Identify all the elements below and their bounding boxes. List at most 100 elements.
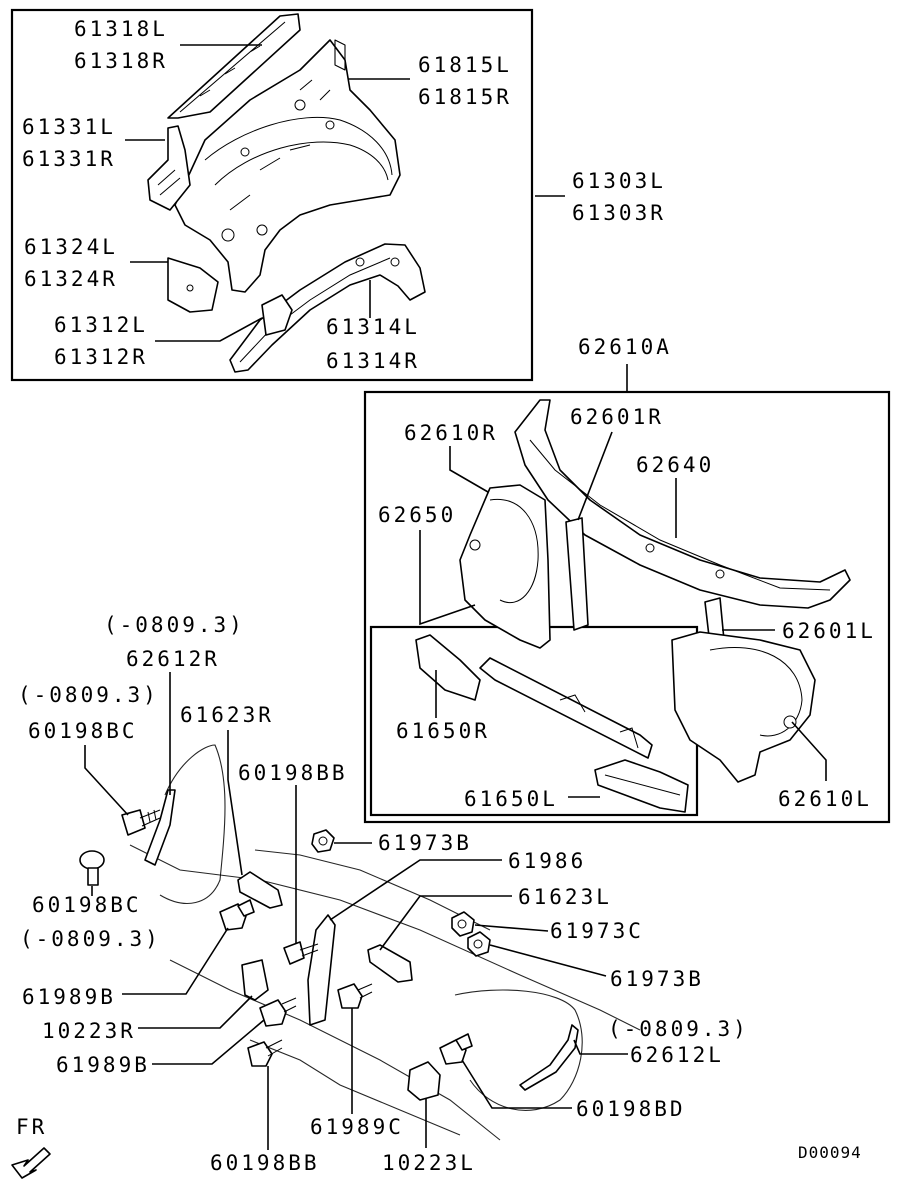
- body-ghost-wheelhouse: [159, 744, 226, 904]
- label-61318L[interactable]: 61318L: [74, 17, 168, 41]
- label-61989C[interactable]: 61989C: [310, 1115, 404, 1139]
- label-61650L[interactable]: 61650L: [464, 787, 558, 811]
- label-62640[interactable]: 62640: [636, 453, 714, 477]
- label-62610L[interactable]: 62610L: [778, 787, 872, 811]
- label-61331R[interactable]: 61331R: [22, 147, 116, 171]
- diagram-code: D00094: [798, 1143, 862, 1162]
- nut-61973C[interactable]: [451, 911, 475, 937]
- label-61623R[interactable]: 61623R: [180, 703, 274, 727]
- label-61318R[interactable]: 61318R: [74, 49, 168, 73]
- part-61314-hole-2: [390, 257, 400, 267]
- label-62650[interactable]: 62650: [378, 503, 456, 527]
- body-ghost-line-1: [129, 844, 641, 1031]
- bottom-group-leaders: [84, 672, 628, 1150]
- leader-10223R: [138, 995, 253, 1029]
- label-60198BB-bottom[interactable]: 60198BB: [210, 1151, 320, 1175]
- part-61650L-bracket[interactable]: [594, 759, 689, 813]
- label-60198BB-top[interactable]: 60198BB: [238, 761, 348, 785]
- label-62601R[interactable]: 62601R: [570, 405, 664, 429]
- body-ghost-line-3: [254, 849, 491, 931]
- part-62640-hole-1: [645, 543, 655, 553]
- label-61312R[interactable]: 61312R: [54, 345, 148, 369]
- fastener-60198BB-bottom[interactable]: [247, 1039, 283, 1067]
- front-direction-label: FR: [16, 1115, 47, 1139]
- label-61989B-top[interactable]: 61989B: [22, 985, 116, 1009]
- part-61650L-detail: [604, 774, 681, 796]
- part-62601R-stay[interactable]: [565, 517, 589, 631]
- part-61303-hole-4: [325, 120, 335, 130]
- label-61312L[interactable]: 61312L: [54, 313, 148, 337]
- bolt-61989B-bottom[interactable]: [259, 997, 297, 1027]
- part-61303-hole-5: [240, 147, 250, 157]
- fastener-60198BD[interactable]: [439, 1033, 473, 1065]
- label-61973C[interactable]: 61973C: [550, 919, 644, 943]
- label-62610A[interactable]: 62610A: [578, 335, 672, 359]
- label-61314R[interactable]: 61314R: [326, 349, 420, 373]
- part-labels: 61318L 61318R 61815L 61815R 61331L 61331…: [16, 17, 876, 1175]
- label-60198BC-top[interactable]: 60198BC: [28, 719, 138, 743]
- part-62612R-stay[interactable]: [144, 789, 176, 866]
- part-61815-bracket[interactable]: [334, 39, 346, 71]
- leader-62610L: [791, 721, 827, 781]
- note-62612L-date: (-0809.3): [608, 1017, 749, 1041]
- leader-61623R: [227, 730, 243, 876]
- fastener-60198BC-bottom[interactable]: [79, 850, 105, 886]
- leader-61973B-bottom: [489, 944, 607, 977]
- label-61331L[interactable]: 61331L: [22, 115, 116, 139]
- fastener-60198BC-top[interactable]: [121, 809, 161, 836]
- part-61623L-bracket[interactable]: [367, 944, 413, 983]
- part-10223R-clip[interactable]: [241, 959, 269, 1001]
- label-62601L[interactable]: 62601L: [782, 619, 876, 643]
- label-61815R[interactable]: 61815R: [418, 85, 512, 109]
- label-60198BD[interactable]: 60198BD: [576, 1097, 686, 1121]
- bolt-61989C[interactable]: [337, 983, 373, 1009]
- part-62610R-opening: [489, 498, 539, 603]
- leader-61989B-bottom: [152, 1019, 265, 1065]
- leader-62612L: [573, 1039, 628, 1055]
- label-61303R[interactable]: 61303R: [572, 201, 666, 225]
- label-61303L[interactable]: 61303L: [572, 169, 666, 193]
- bolt-61989B-top[interactable]: [219, 899, 255, 931]
- nut-61973B-bottom[interactable]: [467, 931, 491, 957]
- part-61331-detail: [157, 169, 181, 196]
- label-10223R[interactable]: 10223R: [42, 1019, 136, 1043]
- label-61650R[interactable]: 61650R: [396, 719, 490, 743]
- label-61623L[interactable]: 61623L: [518, 885, 612, 909]
- label-60198BC-bottom[interactable]: 60198BC: [32, 893, 142, 917]
- leader-61623L: [379, 895, 512, 951]
- part-61324-plate[interactable]: [167, 257, 219, 313]
- label-61973B-bottom[interactable]: 61973B: [610, 967, 704, 991]
- label-61314L[interactable]: 61314L: [326, 315, 420, 339]
- label-61989B-bottom[interactable]: 61989B: [56, 1053, 150, 1077]
- part-62640-hole-2: [715, 569, 725, 579]
- body-ghost-outline: [129, 744, 641, 1141]
- part-61623R-bracket[interactable]: [237, 871, 283, 909]
- label-10223L[interactable]: 10223L: [382, 1151, 476, 1175]
- label-62610R[interactable]: 62610R: [404, 421, 498, 445]
- part-62650-lower-crossmember[interactable]: [479, 657, 653, 759]
- part-61331-bracket[interactable]: [147, 125, 191, 211]
- part-61303-apron[interactable]: [174, 39, 401, 293]
- label-61973B-top[interactable]: 61973B: [378, 831, 472, 855]
- label-61815L[interactable]: 61815L: [418, 53, 512, 77]
- part-62610R-side-panel[interactable]: [459, 484, 551, 649]
- label-61324R[interactable]: 61324R: [24, 267, 118, 291]
- part-10223L-clip[interactable]: [407, 1061, 441, 1101]
- body-ghost-line-4: [249, 1039, 461, 1136]
- part-61303-hole-3: [294, 99, 306, 111]
- nut-61973B-top[interactable]: [311, 829, 335, 853]
- part-62610L-side-panel[interactable]: [671, 631, 816, 783]
- fastener-60198BB-top[interactable]: [283, 941, 319, 965]
- part-61303-hole-1: [221, 228, 235, 242]
- label-62612R[interactable]: 62612R: [126, 647, 220, 671]
- label-61324L[interactable]: 61324L: [24, 235, 118, 259]
- label-61986[interactable]: 61986: [508, 849, 586, 873]
- leader-62650: [419, 530, 476, 626]
- part-61650R-bracket[interactable]: [415, 634, 481, 701]
- label-62612L[interactable]: 62612L: [630, 1043, 724, 1067]
- part-61314-lower-rail[interactable]: [229, 243, 426, 373]
- part-61986-pillar[interactable]: [307, 914, 336, 1026]
- part-61312-bracket[interactable]: [261, 294, 293, 336]
- part-62612L-stay[interactable]: [519, 1024, 579, 1091]
- part-62640-upper-crossmember[interactable]: [514, 399, 851, 609]
